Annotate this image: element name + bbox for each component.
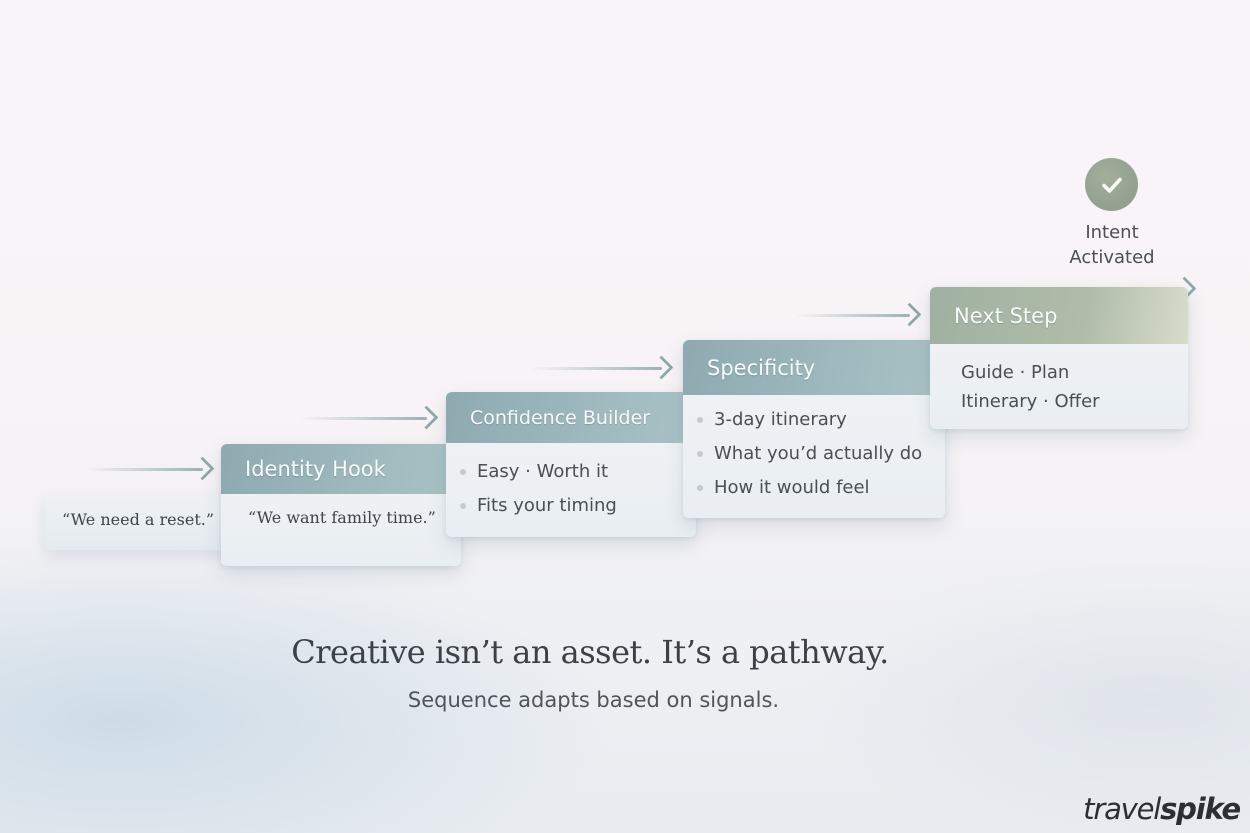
subheadline: Sequence adapts based on signals. — [407, 688, 780, 712]
step-title: Next Step — [930, 287, 1188, 344]
arrow-2 — [300, 405, 439, 430]
list-item: Guide · Plan — [961, 362, 1070, 383]
arrow-4 — [795, 302, 922, 327]
entry-quote: “We need a reset.” — [62, 510, 215, 529]
entry-quote-card — [45, 495, 245, 550]
step-quote: “We want family time.” — [248, 508, 436, 527]
step-title: Confidence Builder — [446, 392, 696, 443]
travelspike-logo: travelspike — [1083, 792, 1241, 826]
step-card-identity-hook: Identity Hook “We want family time.” — [221, 444, 461, 566]
arrow-head-icon — [190, 456, 215, 481]
arrow-head-icon — [897, 302, 922, 327]
list-item: Fits your timing — [460, 489, 696, 523]
step-card-next-step: Next Step Guide · Plan Itinerary · Offer — [930, 287, 1188, 429]
step-title: Identity Hook — [221, 444, 461, 494]
step-card-specificity: Specificity 3-day itinerary What you’d a… — [683, 340, 945, 518]
step-card-confidence-builder: Confidence Builder Easy · Worth it Fits … — [446, 392, 696, 537]
arrow-3 — [530, 355, 674, 380]
arrow-head-icon — [649, 355, 674, 380]
arrow-head-icon — [414, 405, 439, 430]
list-item: Easy · Worth it — [460, 455, 696, 489]
arrow-1 — [85, 456, 215, 481]
list-item: Itinerary · Offer — [961, 391, 1100, 412]
headline: Creative isn’t an asset. It’s a pathway. — [291, 633, 889, 671]
list-item: 3-day itinerary — [697, 403, 945, 437]
check-circle-icon — [1085, 158, 1138, 211]
list-item: How it would feel — [697, 471, 945, 505]
step-title: Specificity — [683, 340, 945, 395]
list-item: What you’d actually do — [697, 437, 945, 471]
goal-label: Intent Activated — [1069, 222, 1155, 268]
